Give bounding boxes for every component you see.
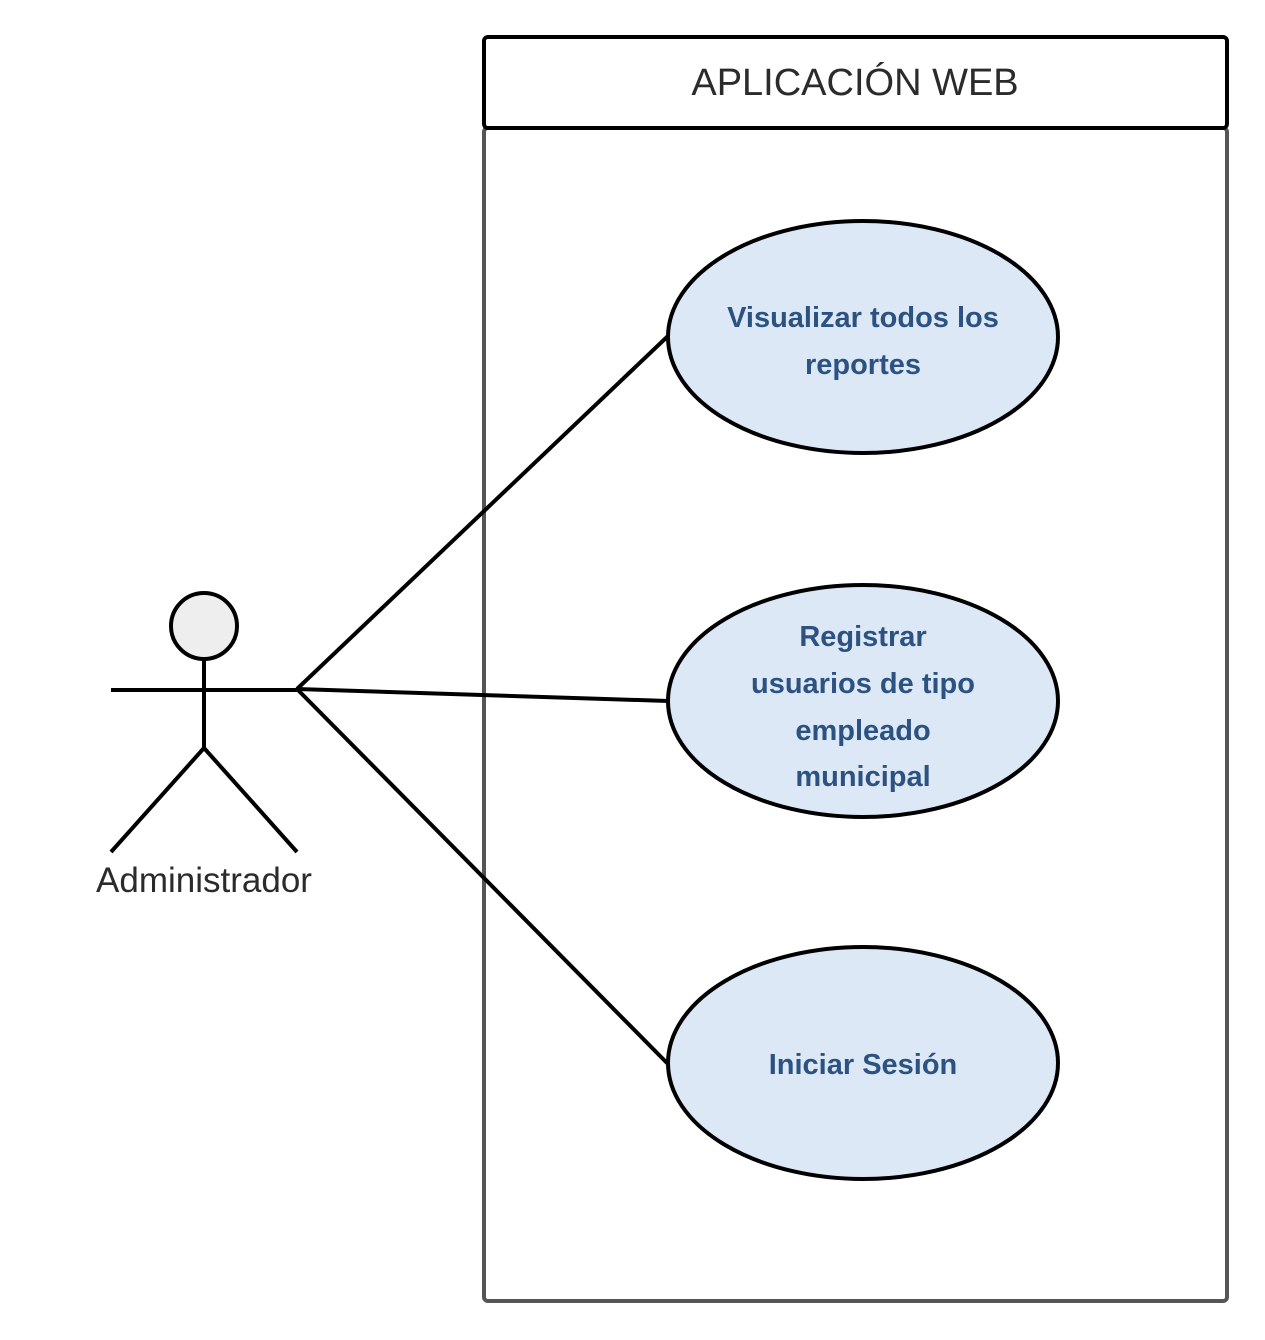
use-case-label-line: usuarios de tipo: [751, 668, 975, 700]
use-case-label-line: Iniciar Sesión: [769, 1049, 958, 1081]
actor-label: Administrador: [96, 861, 312, 900]
use-case-ellipse: [666, 583, 1060, 819]
use-case-label-line: reportes: [805, 349, 921, 381]
use-case-ellipse: [666, 945, 1060, 1181]
actor-left-leg: [109, 746, 206, 854]
system-title: APLICACIÓN WEB: [691, 61, 1018, 104]
associations: [295, 334, 670, 1066]
use-case-iniciar-sesion: Iniciar Sesión: [666, 945, 1060, 1181]
use-case-registrar-usuarios: Registrar usuarios de tipo empleado muni…: [666, 583, 1060, 819]
use-case-ellipse: [666, 219, 1060, 455]
use-case-label-line: Registrar: [799, 621, 926, 653]
system-header-box: [482, 35, 1229, 130]
use-case-label-line: empleado: [795, 715, 930, 747]
actor-administrador: Administrador: [96, 591, 312, 900]
association-line-iniciar-sesion: [295, 687, 670, 1066]
use-case-visualizar-reportes: Visualizar todos los reportes: [666, 219, 1060, 455]
use-case-label-line: municipal: [795, 761, 930, 793]
actor-head: [169, 591, 239, 661]
association-line-visualizar: [295, 334, 670, 691]
use-case-label-line: Visualizar todos los: [727, 302, 999, 334]
actor-right-leg: [202, 746, 299, 854]
association-line-registrar: [296, 687, 669, 703]
